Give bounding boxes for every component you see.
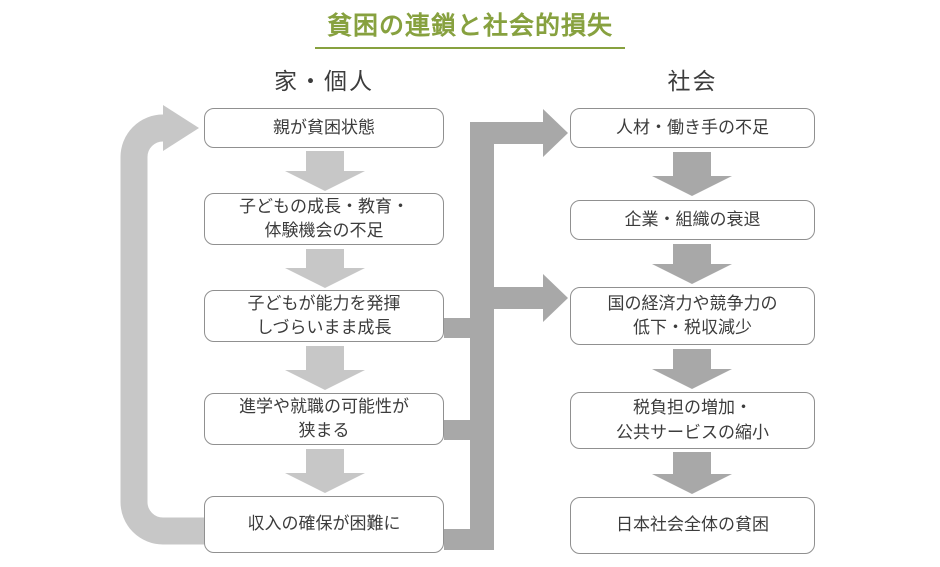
connector-stub-from-box5 <box>444 529 471 550</box>
diagram-title: 貧困の連鎖と社会的損失 <box>314 6 625 49</box>
box-text: 税負担の増加・ <box>633 398 752 418</box>
arrow-to-society-top-head <box>543 109 568 157</box>
connector-stub-from-box3 <box>444 318 471 338</box>
box-text: しづらいまま成長 <box>256 318 392 337</box>
down-arrow-left-4 <box>285 449 365 493</box>
down-arrow-left-1 <box>285 151 365 191</box>
connector-vertical-bar <box>470 122 494 550</box>
box-labor-shortage: 人材・働き手の不足 <box>570 108 815 148</box>
box-text: 収入の確保が困難に <box>247 514 401 534</box>
box-text: 子どもの成長・教育・ <box>239 196 409 216</box>
box-text: 親が貧困状態 <box>273 117 375 137</box>
right-column-header: 社会 <box>667 68 718 94</box>
box-career-narrowing: 進学や就職の可能性が 狭まる <box>204 393 444 445</box>
down-arrow-right-4 <box>652 452 732 494</box>
box-text: 公共サービスの縮小 <box>616 422 769 442</box>
box-corporate-decline: 企業・組織の衰退 <box>570 200 815 240</box>
down-arrow-right-1 <box>652 152 732 196</box>
poverty-loop-arrowhead <box>163 105 199 151</box>
left-column-header: 家・個人 <box>274 68 374 94</box>
box-economic-decline: 国の経済力や競争力の 低下・税収減少 <box>570 287 815 345</box>
arrow-to-society-top-body <box>470 122 543 144</box>
box-text: 国の経済力や競争力の <box>607 293 778 313</box>
poverty-loop-arrow <box>120 114 206 545</box>
down-arrow-right-3 <box>652 349 732 389</box>
down-arrow-right-2 <box>652 244 732 284</box>
down-arrow-left-3 <box>285 346 365 390</box>
box-child-ability-limited: 子どもが能力を発揮 しづらいまま成長 <box>204 290 444 342</box>
connector-stub-from-box4 <box>444 420 471 440</box>
box-text: 日本社会全体の貧困 <box>616 515 769 535</box>
box-text: 進学や就職の可能性が <box>239 396 409 416</box>
box-text: 狭まる <box>298 421 350 440</box>
box-text: 体験機会の不足 <box>264 221 384 240</box>
down-arrow-left-2 <box>285 249 365 288</box>
arrow-to-society-mid-head <box>543 274 568 322</box>
box-text: 低下・税収減少 <box>633 318 752 337</box>
box-text: 企業・組織の衰退 <box>624 209 761 229</box>
box-parent-poverty: 親が貧困状態 <box>204 108 444 148</box>
box-tax-burden-increase: 税負担の増加・ 公共サービスの縮小 <box>570 392 815 449</box>
box-text: 人材・働き手の不足 <box>616 117 769 137</box>
arrow-to-society-mid-body <box>470 287 543 309</box>
box-japan-society-poverty: 日本社会全体の貧困 <box>570 497 815 554</box>
box-income-difficulty: 収入の確保が困難に <box>204 496 444 553</box>
box-child-opportunity-lack: 子どもの成長・教育・ 体験機会の不足 <box>204 193 444 245</box>
box-text: 子どもが能力を発揮 <box>247 293 401 313</box>
